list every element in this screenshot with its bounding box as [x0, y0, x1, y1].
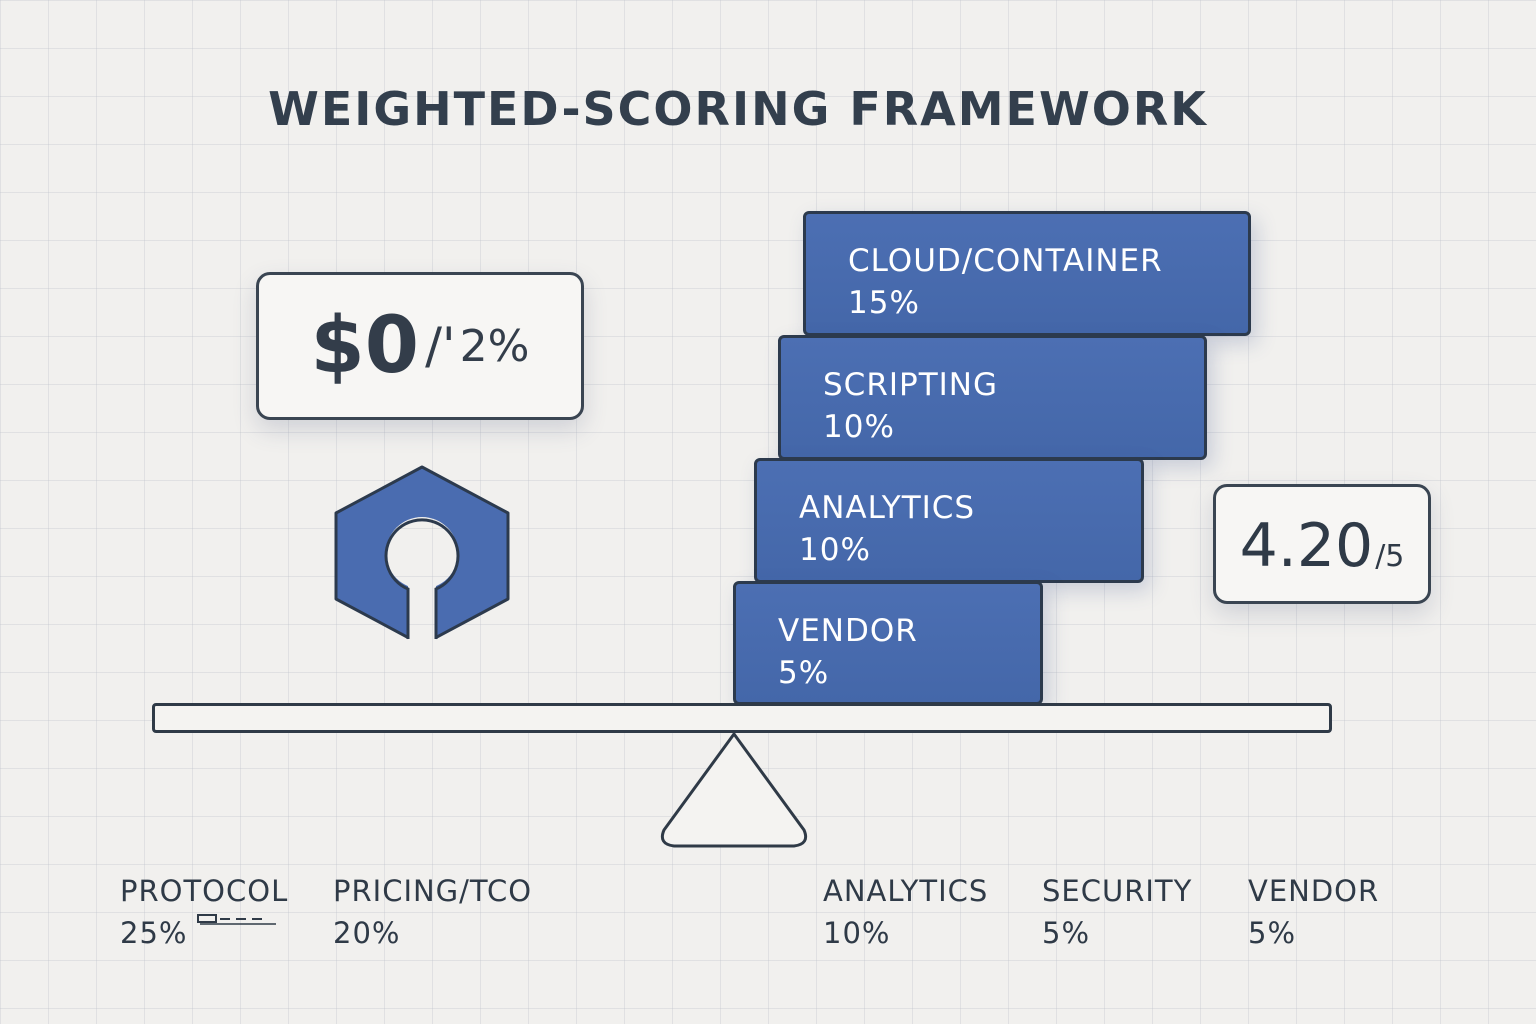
- stack-block-weight: 10%: [823, 409, 895, 445]
- criterion-weight: 20%: [333, 916, 401, 950]
- page-title: WEIGHTED-SCORING FRAMEWORK: [268, 82, 1208, 136]
- stack-block-label: VENDOR: [778, 613, 918, 649]
- criterion-analytics: ANALYTICS 10%: [823, 870, 988, 954]
- score-value: 4.20: [1239, 511, 1374, 581]
- stack-block-label: CLOUD/CONTAINER: [848, 243, 1163, 279]
- stack-block-label: ANALYTICS: [799, 490, 976, 526]
- stack-block-label: SCRIPTING: [823, 367, 998, 403]
- criterion-pricing-tco: PRICING/TCO 20%: [333, 870, 532, 954]
- stack-block-scripting: SCRIPTING 10%: [778, 335, 1207, 460]
- criterion-label: PROTOCOL: [120, 874, 289, 908]
- hexagon-ring-icon: [334, 465, 510, 647]
- criterion-label: SECURITY: [1042, 874, 1193, 908]
- criterion-label: ANALYTICS: [823, 874, 989, 908]
- criterion-label: VENDOR: [1248, 874, 1380, 908]
- criterion-weight: 10%: [823, 916, 891, 950]
- price-value: $0: [310, 301, 420, 391]
- score-badge: 4.20 /5: [1213, 484, 1431, 604]
- price-percent: 2%: [459, 320, 530, 372]
- balance-beam: [152, 703, 1332, 733]
- stack-block-vendor: VENDOR 5%: [733, 581, 1043, 705]
- stack-block-weight: 15%: [848, 285, 920, 321]
- price-separator: /': [425, 317, 456, 375]
- price-badge: $0 /' 2%: [256, 272, 584, 420]
- stack-block-weight: 10%: [799, 532, 871, 568]
- criterion-weight: 5%: [1248, 916, 1297, 950]
- criterion-weight: 5%: [1042, 916, 1091, 950]
- stack-block-analytics: ANALYTICS 10%: [754, 458, 1144, 583]
- stack-block-cloud-container: CLOUD/CONTAINER 15%: [803, 211, 1251, 336]
- criterion-vendor: VENDOR 5%: [1248, 870, 1379, 954]
- stack-block-weight: 5%: [778, 655, 830, 691]
- score-denominator: /5: [1375, 539, 1405, 574]
- criterion-label: PRICING/TCO: [333, 874, 533, 908]
- criterion-weight: 25%: [120, 916, 188, 950]
- scribble-mark: [197, 914, 276, 925]
- fulcrum-triangle: [660, 732, 808, 848]
- criterion-security: SECURITY 5%: [1042, 870, 1192, 954]
- criterion-protocol: PROTOCOL 25%: [120, 870, 288, 954]
